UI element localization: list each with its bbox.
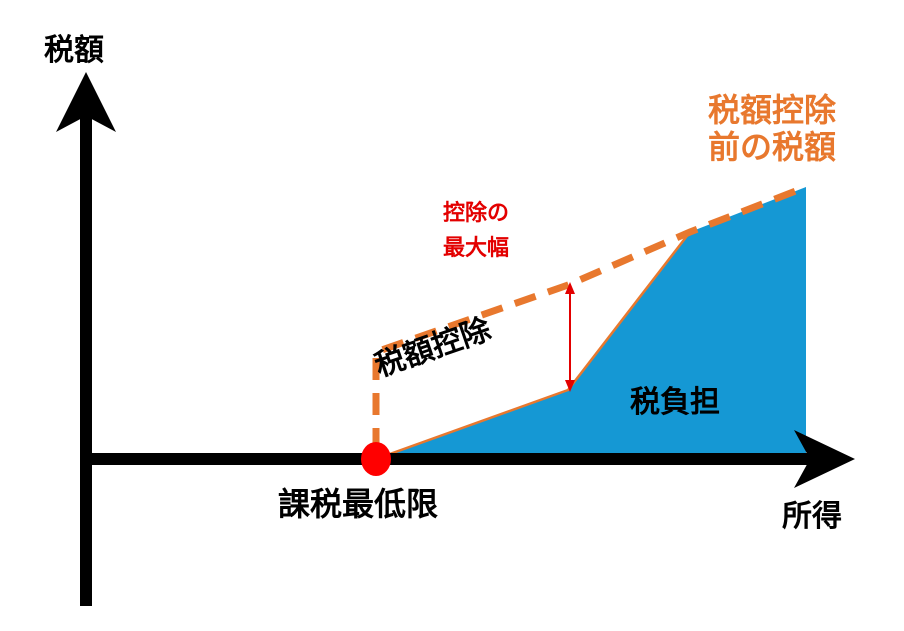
max-credit-arrow-head-bottom [565,380,575,392]
pre-credit-tax-label: 税額控除 前の税額 [708,91,837,166]
tax-burden-label: 税負担 [630,385,720,420]
y-axis-label: 税額 [44,33,104,68]
max-credit-width-label: 控除の 最大幅 [443,201,510,262]
threshold-label: 課税最低限 [278,485,439,523]
after-credit-line [375,231,691,461]
tax-burden-area [376,187,806,459]
max-credit-arrow-head-top [565,282,575,294]
x-axis-label: 所得 [782,499,842,534]
y-axis-arrowhead [56,72,116,132]
x-axis-arrowhead [794,430,855,488]
threshold-marker [361,442,391,476]
pre-credit-tax-line [372,183,808,450]
